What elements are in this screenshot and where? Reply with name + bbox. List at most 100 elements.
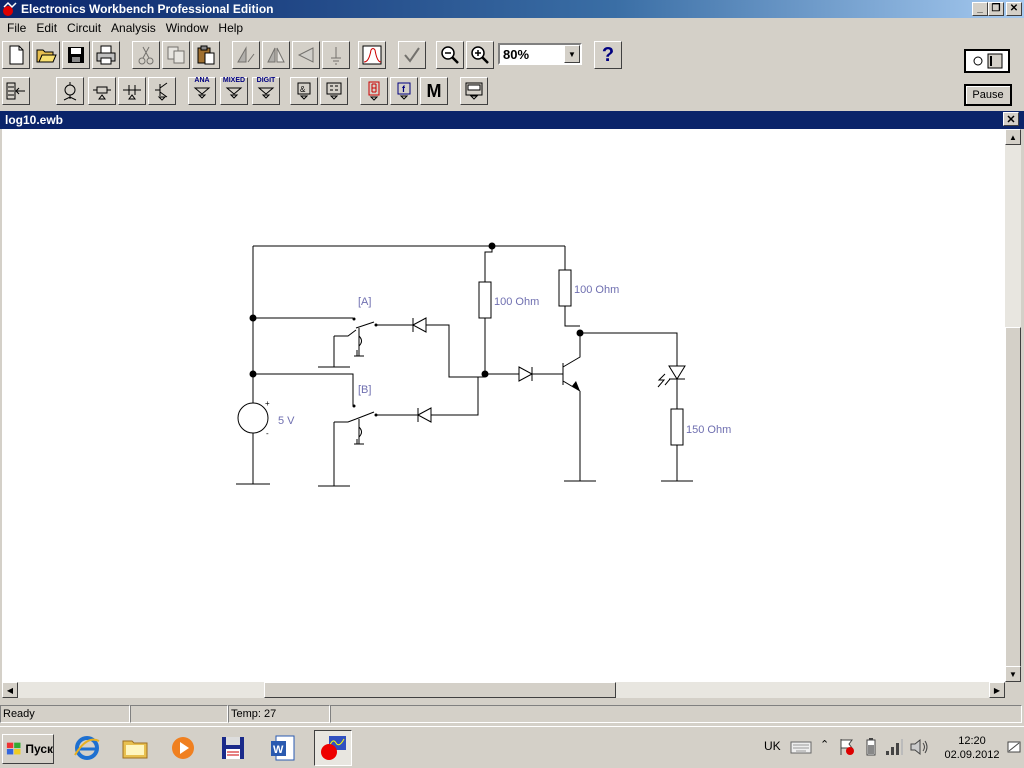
menu-file[interactable]: File [7, 21, 27, 35]
scroll-down-icon[interactable]: ▼ [1005, 666, 1021, 682]
minimize-button[interactable]: _ [972, 2, 988, 16]
copy-icon [167, 46, 185, 64]
digital-ics-bin-button[interactable]: DIGIT [252, 77, 280, 105]
taskbar-electronics-workbench[interactable] [314, 730, 352, 766]
zoom-select[interactable]: 80% ▼ [498, 43, 582, 65]
schematic-canvas[interactable]: [A] [B] 5 V 100 Ohm 100 Ohm 150 Ohm + - [2, 129, 1005, 682]
media-player-icon [172, 737, 194, 759]
cut-button[interactable] [132, 41, 160, 69]
digital-ics-label: DIGIT [256, 77, 276, 84]
component-properties-icon [331, 47, 341, 65]
flip-horizontal-icon [267, 47, 285, 63]
taskbar: Пуск W UK ⌃ 12:20 02.09.2012 [0, 726, 1024, 768]
switch-a-label: [A] [358, 296, 371, 308]
action-center-flag-icon[interactable] [838, 737, 856, 757]
internet-explorer-icon [74, 736, 100, 760]
resistor-symbol-icon [93, 86, 111, 100]
voltage-source-label: 5 V [278, 415, 295, 427]
transistor-symbol-icon [155, 82, 168, 101]
transistors-bin-button[interactable] [148, 77, 176, 105]
logic-gates-bin-button[interactable]: & [290, 77, 318, 105]
document-close-button[interactable]: ✕ [1003, 112, 1019, 126]
language-indicator[interactable]: UK [764, 739, 781, 753]
start-button[interactable]: Пуск [2, 734, 54, 764]
subcircuit-button[interactable] [398, 41, 426, 69]
taskbar-word[interactable]: W [264, 730, 302, 766]
pause-button[interactable]: Pause [964, 84, 1012, 106]
power-switch[interactable] [964, 49, 1010, 73]
digital-bin-button[interactable] [320, 77, 348, 105]
volume-icon[interactable] [908, 737, 930, 757]
paste-clipboard-icon [197, 45, 215, 65]
menu-circuit[interactable]: Circuit [67, 21, 102, 35]
instrument-icon [465, 82, 483, 100]
paste-button[interactable] [192, 41, 220, 69]
sources-bin-button[interactable] [56, 77, 84, 105]
rotate-button[interactable] [232, 41, 260, 69]
instruments-bin-button[interactable] [460, 77, 488, 105]
controls-bin-button[interactable]: f [390, 77, 418, 105]
source-plus-label: + [265, 399, 270, 408]
indicators-bin-button[interactable] [360, 77, 388, 105]
taskbar-floppy[interactable] [214, 730, 252, 766]
taskbar-internet-explorer[interactable] [68, 730, 106, 766]
analog-ics-bin-button[interactable]: ANA [188, 77, 216, 105]
analog-ic-icon [193, 87, 211, 99]
vertical-scroll-thumb[interactable] [1005, 327, 1021, 667]
help-button[interactable]: ? [594, 41, 622, 69]
workbench-app-icon [3, 1, 17, 16]
save-button[interactable] [62, 41, 90, 69]
rotate-icon [237, 46, 255, 63]
menu-window[interactable]: Window [165, 21, 209, 35]
svg-text:W: W [273, 744, 284, 756]
windows-logo-icon [6, 742, 21, 755]
battery-icon[interactable] [864, 737, 878, 757]
component-properties-button[interactable] [322, 41, 350, 69]
favorites-bin-button[interactable] [2, 77, 30, 105]
menu-edit[interactable]: Edit [36, 21, 58, 35]
zoom-value: 80% [503, 46, 530, 62]
keyboard-icon[interactable] [790, 739, 812, 755]
scroll-right-icon[interactable]: ▶ [989, 682, 1005, 698]
network-signal-icon[interactable] [884, 737, 904, 757]
chevron-down-icon[interactable]: ▼ [564, 45, 580, 63]
graphs-button[interactable] [358, 41, 386, 69]
copy-button[interactable] [162, 41, 190, 69]
show-desktop-icon[interactable] [1006, 739, 1022, 757]
scissors-icon [138, 46, 154, 65]
word-document-icon: W [271, 735, 295, 761]
source-minus-label: - [266, 429, 269, 438]
scroll-left-icon[interactable]: ◀ [2, 682, 18, 698]
flip-horizontal-button[interactable] [262, 41, 290, 69]
horizontal-scrollbar[interactable]: ◀ ▶ [2, 682, 1005, 698]
new-button[interactable] [2, 41, 30, 69]
vertical-scrollbar[interactable]: ▲ ▼ [1005, 129, 1021, 682]
horizontal-scroll-thumb[interactable] [264, 682, 616, 698]
taskbar-media-player[interactable] [164, 730, 202, 766]
flip-vertical-button[interactable] [292, 41, 320, 69]
floppy-disk-icon [222, 737, 244, 759]
print-button[interactable] [92, 41, 120, 69]
zoom-in-button[interactable] [466, 41, 494, 69]
menu-help[interactable]: Help [218, 21, 244, 35]
basic-bin-button[interactable] [88, 77, 116, 105]
mixed-ics-bin-button[interactable]: MIXED [220, 77, 248, 105]
resistor-2-label: 100 Ohm [574, 284, 619, 296]
menu-analysis[interactable]: Analysis [111, 21, 156, 35]
system-clock[interactable]: 12:20 02.09.2012 [942, 734, 1002, 762]
window-title: Electronics Workbench Professional Editi… [21, 2, 274, 16]
chevron-up-icon[interactable]: ⌃ [820, 739, 830, 751]
zoom-out-button[interactable] [436, 41, 464, 69]
logic-gate-icon: & [297, 82, 311, 100]
scroll-up-icon[interactable]: ▲ [1005, 129, 1021, 145]
status-bar: Ready Temp: 27 [0, 704, 1024, 724]
open-button[interactable] [32, 41, 60, 69]
switch-b-label: [B] [358, 384, 371, 396]
svg-text:&: & [300, 85, 306, 94]
miscellaneous-bin-button[interactable]: M [420, 77, 448, 105]
taskbar-explorer[interactable] [116, 730, 154, 766]
restore-button[interactable]: ❐ [988, 2, 1004, 16]
diodes-bin-button[interactable] [118, 77, 146, 105]
close-button[interactable]: ✕ [1006, 2, 1022, 16]
